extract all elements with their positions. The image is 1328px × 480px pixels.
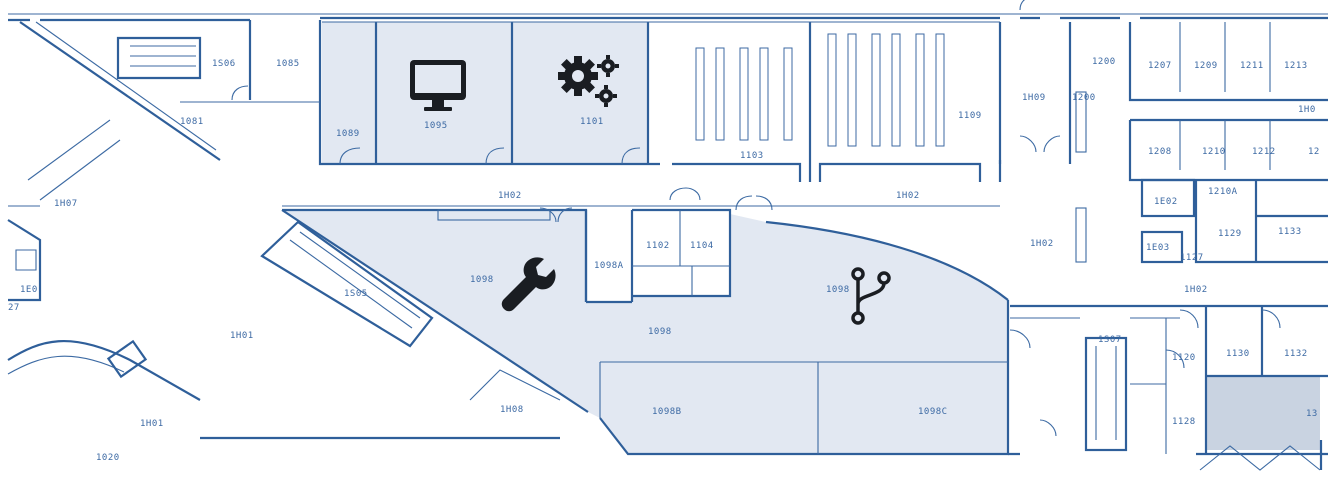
room-1089-highlight[interactable] [322, 22, 376, 164]
label-1129: 1129 [1218, 229, 1242, 239]
label-1102: 1102 [646, 241, 670, 251]
label-1109: 1109 [958, 111, 982, 121]
label-1098a: 1098A [594, 261, 624, 271]
label-1h02-c: 1H02 [1030, 239, 1054, 249]
label-12x: 12 [1308, 147, 1320, 157]
label-27: 27 [8, 303, 20, 313]
label-1132: 1132 [1284, 349, 1308, 359]
label-1098-1: 1098 [470, 275, 494, 285]
label-1h01-b: 1H01 [140, 419, 164, 429]
label-1089: 1089 [336, 129, 360, 139]
label-1208: 1208 [1148, 147, 1172, 157]
label-1h09: 1H09 [1022, 93, 1046, 103]
label-1s06: 1S06 [212, 59, 236, 69]
label-1081: 1081 [180, 117, 204, 127]
label-1200b: 1200 [1072, 93, 1096, 103]
label-1098-3: 1098 [648, 327, 672, 337]
room-13x-highlight[interactable] [1206, 376, 1320, 450]
label-1200: 1200 [1092, 57, 1116, 67]
label-1020: 1020 [96, 453, 120, 463]
label-1e02: 1E02 [1154, 197, 1178, 207]
room-labels: 1S06 1085 1081 1089 1095 1101 1103 1109 … [8, 57, 1320, 463]
seating-1109 [827, 33, 945, 147]
label-1101: 1101 [580, 117, 604, 127]
label-1h02-a: 1H02 [498, 191, 522, 201]
label-1h07: 1H07 [54, 199, 78, 209]
label-1e03: 1E03 [1146, 243, 1170, 253]
label-1103: 1103 [740, 151, 764, 161]
label-1130: 1130 [1226, 349, 1250, 359]
room-1098-highlight[interactable] [282, 210, 1008, 454]
label-1207: 1207 [1148, 61, 1172, 71]
label-1h02-d: 1H02 [1184, 285, 1208, 295]
label-1085: 1085 [276, 59, 300, 69]
label-1e0: 1E0 [20, 285, 38, 295]
label-1128: 1128 [1172, 417, 1196, 427]
label-1127: 1127 [1180, 253, 1204, 263]
label-1210a: 1210A [1208, 187, 1238, 197]
label-1s05: 1S05 [344, 289, 368, 299]
label-13x: 13 [1306, 409, 1318, 419]
monitor-icon[interactable] [410, 60, 466, 111]
seating-1103 [695, 47, 793, 141]
label-1h02-b: 1H02 [896, 191, 920, 201]
label-1h0x: 1H0 [1298, 105, 1316, 115]
stair-treads [130, 45, 1117, 440]
label-1h01-a: 1H01 [230, 331, 254, 341]
label-1098b: 1098B [652, 407, 682, 417]
label-1s07: 1S07 [1098, 335, 1122, 345]
label-1098-2: 1098 [826, 285, 850, 295]
label-1098c: 1098C [918, 407, 948, 417]
label-1213: 1213 [1284, 61, 1308, 71]
label-1209: 1209 [1194, 61, 1218, 71]
wrench-icon[interactable] [501, 257, 556, 312]
walls [7, 0, 1328, 471]
label-1210: 1210 [1202, 147, 1226, 157]
git-branch-icon[interactable] [851, 267, 891, 325]
label-1211: 1211 [1240, 61, 1264, 71]
label-1120: 1120 [1172, 353, 1196, 363]
label-1104: 1104 [690, 241, 714, 251]
label-1212: 1212 [1252, 147, 1276, 157]
label-1133: 1133 [1278, 227, 1302, 237]
label-1095: 1095 [424, 121, 448, 131]
label-1h08: 1H08 [500, 405, 524, 415]
